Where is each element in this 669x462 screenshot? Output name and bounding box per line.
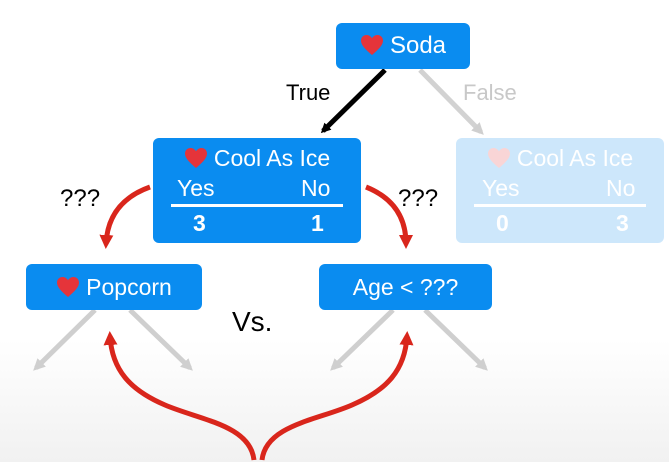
age-label: Age < ???	[352, 274, 459, 300]
versus-label: Vs.	[232, 306, 273, 337]
compare-brace-right-arrow	[259, 331, 414, 461]
right-unknown-label: ???	[398, 185, 439, 212]
yes-count: 0	[496, 210, 509, 236]
age-left-child-arrow	[330, 308, 395, 371]
right-unknown-arrow	[365, 184, 413, 249]
false-edge-label: False	[463, 80, 517, 105]
heart-icon	[57, 277, 80, 297]
left-child-label: Cool As Ice	[213, 145, 331, 171]
heart-icon	[184, 148, 207, 168]
yes-count: 3	[193, 210, 206, 236]
no-header: No	[606, 175, 636, 201]
false-edge-arrow	[418, 68, 484, 135]
left-child-node: Cool As Ice Yes No 3 1	[153, 138, 361, 243]
compare-brace-left-arrow	[103, 331, 257, 461]
yes-header: Yes	[177, 175, 215, 201]
popcorn-left-child-arrow	[33, 308, 97, 371]
yes-header: Yes	[482, 175, 520, 201]
heart-icon	[360, 35, 383, 55]
root-node: Soda	[336, 23, 470, 69]
popcorn-node: Popcorn	[26, 264, 202, 310]
root-node-label: Soda	[389, 32, 447, 59]
no-header: No	[301, 175, 331, 201]
left-unknown-arrow	[99, 184, 151, 249]
table-divider	[474, 204, 646, 207]
no-count: 3	[616, 210, 629, 236]
true-edge-arrow	[320, 68, 387, 134]
table-divider	[171, 204, 343, 207]
no-count: 1	[311, 210, 324, 236]
heart-icon	[487, 148, 510, 168]
popcorn-label: Popcorn	[86, 274, 172, 300]
right-child-label: Cool As Ice	[516, 145, 634, 171]
right-child-node: Cool As Ice Yes No 0 3	[456, 138, 664, 243]
age-right-child-arrow	[423, 308, 488, 371]
popcorn-right-child-arrow	[128, 308, 193, 371]
left-unknown-label: ???	[60, 185, 101, 212]
age-node: Age < ???	[319, 264, 492, 310]
true-edge-label: True	[286, 80, 331, 105]
